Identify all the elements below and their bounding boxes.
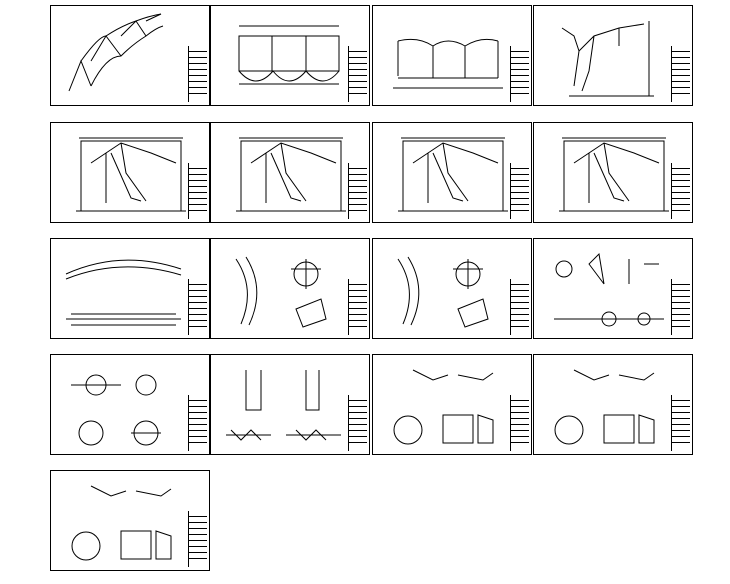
title-block bbox=[671, 279, 690, 335]
drawing-sheet-s02[interactable] bbox=[210, 5, 370, 106]
drawing-sheet-s09[interactable] bbox=[50, 238, 210, 339]
sheet-drawing bbox=[68, 13, 164, 92]
drawing-sheet-s03[interactable] bbox=[372, 5, 532, 106]
title-block bbox=[510, 279, 529, 335]
drawing-sheet-s01[interactable] bbox=[50, 5, 210, 106]
title-block bbox=[510, 395, 529, 451]
sheet-drawing bbox=[71, 374, 161, 446]
drawing-sheet-s07[interactable] bbox=[372, 122, 532, 223]
title-block bbox=[188, 46, 207, 102]
sheet-drawing bbox=[561, 21, 654, 97]
sheet-drawing bbox=[236, 137, 346, 212]
title-block bbox=[188, 163, 207, 219]
drawing-sheet-s11[interactable] bbox=[372, 238, 532, 339]
title-block bbox=[671, 395, 690, 451]
drawing-sheet-s04[interactable] bbox=[533, 5, 693, 106]
drawing-sheet-s08[interactable] bbox=[533, 122, 693, 223]
drawing-sheet-s13[interactable] bbox=[50, 354, 210, 455]
sheet-drawing bbox=[397, 256, 489, 328]
title-block bbox=[188, 395, 207, 451]
drawing-sheet-s14[interactable] bbox=[210, 354, 370, 455]
sheet-drawing bbox=[238, 25, 340, 85]
sheet-drawing bbox=[393, 38, 503, 89]
title-block bbox=[348, 279, 367, 335]
drawing-sheet-s15[interactable] bbox=[372, 354, 532, 455]
sheet-drawing bbox=[235, 256, 327, 328]
sheet-drawing bbox=[559, 137, 669, 212]
sheet-drawing bbox=[393, 369, 494, 445]
sheet-drawing bbox=[226, 370, 341, 441]
title-block bbox=[671, 46, 690, 102]
title-block bbox=[188, 279, 207, 335]
drawing-sheet-s05[interactable] bbox=[50, 122, 210, 223]
title-block bbox=[348, 163, 367, 219]
title-block bbox=[510, 163, 529, 219]
sheet-drawing bbox=[554, 252, 664, 327]
sheet-drawing bbox=[554, 369, 655, 445]
drawing-sheet-s12[interactable] bbox=[533, 238, 693, 339]
title-block bbox=[671, 163, 690, 219]
drawing-sheet-s06[interactable] bbox=[210, 122, 370, 223]
sheet-drawing bbox=[65, 259, 182, 326]
sheet-drawing bbox=[76, 137, 186, 212]
drawing-sheet-s10[interactable] bbox=[210, 238, 370, 339]
sheet-drawing bbox=[398, 137, 508, 212]
title-block bbox=[188, 511, 207, 567]
drawing-sheet-s16[interactable] bbox=[533, 354, 693, 455]
title-block bbox=[348, 46, 367, 102]
sheet-drawing bbox=[71, 485, 172, 561]
drawing-sheet-s17[interactable] bbox=[50, 470, 210, 571]
title-block bbox=[510, 46, 529, 102]
title-block bbox=[348, 395, 367, 451]
